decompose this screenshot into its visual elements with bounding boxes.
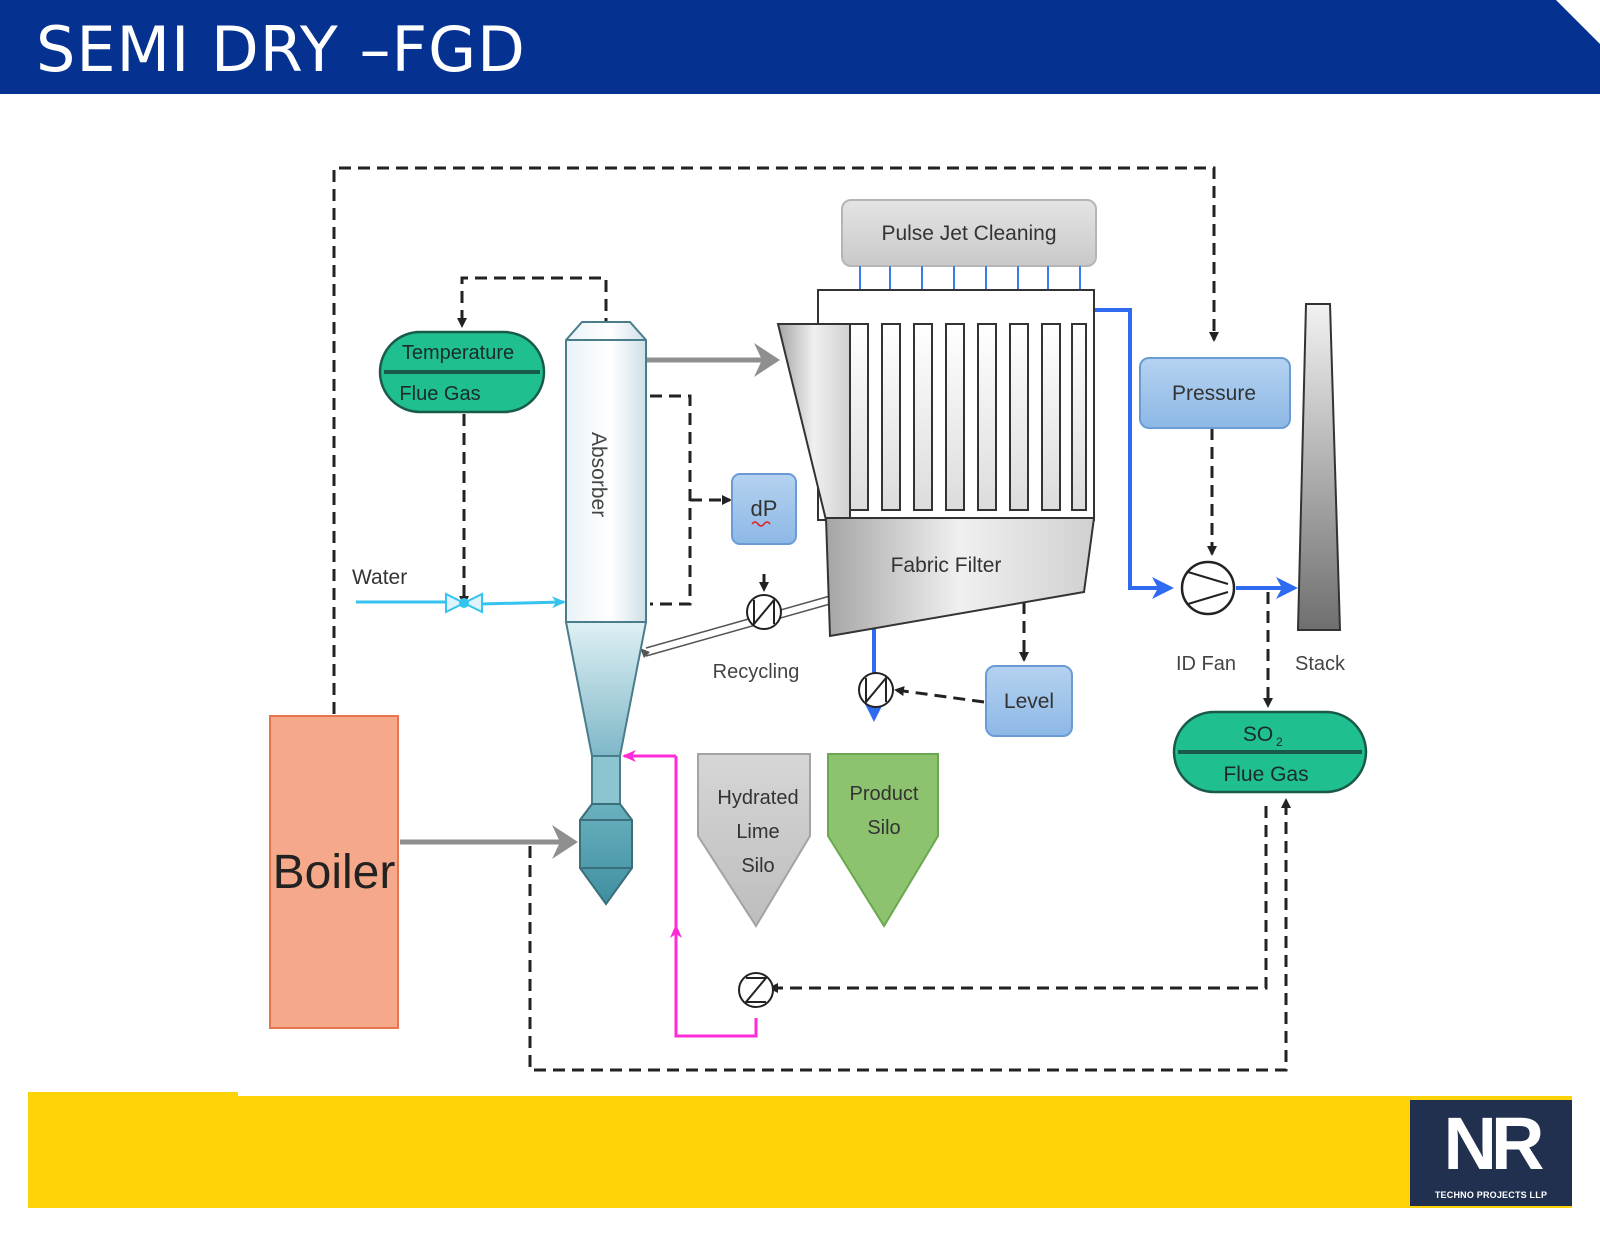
boiler — [269, 715, 399, 1029]
pressure-instrument — [1139, 357, 1291, 429]
water-label: Water — [352, 566, 407, 589]
flue-gas-main-flow — [400, 343, 780, 859]
water-valve-icon — [445, 592, 483, 614]
recycling-label: Recycling — [713, 661, 800, 683]
logo-tagline: TECHNO PROJECTS LLP — [1434, 1190, 1548, 1200]
product-silo — [827, 753, 939, 928]
company-logo: NR TECHNO PROJECTS LLP — [1410, 1100, 1572, 1206]
filter-bags — [849, 323, 1087, 511]
product-silo-line1: Product — [850, 783, 919, 805]
so2-flue-gas-instrument — [1172, 710, 1368, 794]
fabric-filter-label: Fabric Filter — [891, 554, 1002, 577]
boiler-label: Boiler — [273, 846, 396, 899]
level-label: Level — [1004, 690, 1054, 713]
product-pump-icon — [858, 672, 894, 708]
stack-label: Stack — [1295, 653, 1346, 675]
water-line — [356, 596, 566, 609]
id-fan-label: ID Fan — [1176, 653, 1236, 675]
product-silo-line2: Silo — [867, 817, 900, 839]
id-fan-icon — [1180, 560, 1236, 616]
slide-title: SEMI DRY –FGD — [36, 13, 526, 86]
so2-label: SO — [1243, 723, 1273, 746]
recycle-arrowhead — [640, 648, 650, 658]
hydrated-lime-line1: Hydrated — [717, 787, 798, 809]
logo-mark: NR — [1443, 1102, 1545, 1185]
lime-feed-line — [670, 924, 758, 1038]
temperature-flue-gas-instrument — [378, 330, 546, 414]
header-banner — [0, 0, 1600, 94]
recycling-pump-icon — [746, 594, 782, 630]
slide-header: SEMI DRY –FGD — [0, 0, 1600, 94]
pressure-label: Pressure — [1172, 382, 1256, 405]
hydrated-lime-line3: Silo — [741, 855, 774, 877]
level-instrument — [985, 665, 1073, 737]
so2-subscript: 2 — [1276, 735, 1283, 749]
temperature-label: Temperature — [402, 342, 514, 364]
hydrated-lime-line2: Lime — [736, 821, 779, 843]
pulse-jet-label: Pulse Jet Cleaning — [881, 222, 1056, 245]
dp-squiggle — [751, 521, 771, 527]
control-signal-lines — [332, 166, 1291, 1072]
absorber — [564, 321, 648, 906]
hydrated-lime-silo — [697, 753, 811, 928]
pulse-jet-cleaning-box — [841, 199, 1097, 267]
recycle-line — [645, 595, 831, 657]
flue-gas-bottom-label: Flue Gas — [1223, 763, 1308, 786]
absorber-label: Absorber — [587, 432, 610, 517]
dp-instrument — [731, 473, 797, 545]
footer-band — [28, 1096, 1572, 1208]
stack — [1296, 303, 1342, 631]
flue-gas-top-label: Flue Gas — [399, 383, 480, 405]
dp-label: dP — [751, 496, 778, 521]
lime-feeder-icon — [738, 972, 774, 1008]
